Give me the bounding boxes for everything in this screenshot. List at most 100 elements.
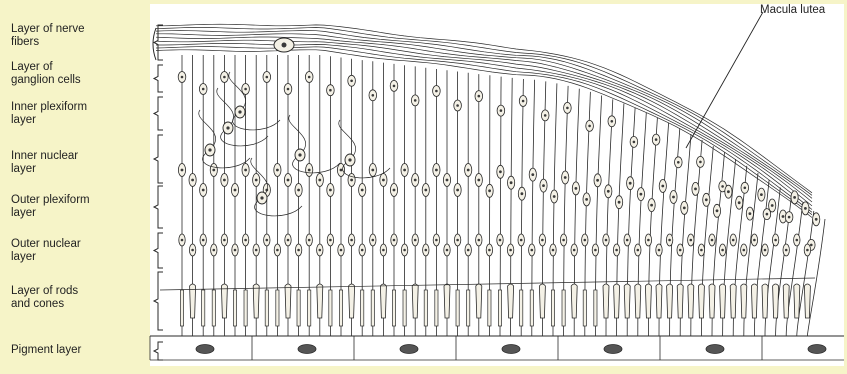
photoreceptor-dot (668, 239, 671, 242)
bipolar-nucleus (424, 189, 427, 192)
cone-segment (571, 284, 577, 318)
photoreceptor-dot (425, 249, 428, 252)
photoreceptor-dot (181, 239, 184, 242)
bipolar-nucleus (727, 190, 730, 193)
rod-segment (488, 290, 491, 326)
cone-segment (539, 284, 545, 318)
ganglion-nucleus (456, 104, 459, 107)
label-layer-ganglion-cells: Layer of ganglion cells (11, 61, 81, 87)
photoreceptor-dot (435, 239, 438, 242)
pigment-nucleus (808, 345, 826, 354)
cone-segment (741, 284, 747, 318)
bipolar-nucleus (596, 179, 599, 182)
cone-segment (667, 284, 673, 318)
bipolar-nucleus (531, 173, 534, 176)
ganglion-nucleus (223, 76, 226, 79)
photoreceptor-dot (276, 249, 279, 252)
rod-segment (308, 290, 311, 326)
photoreceptor-dot (594, 249, 597, 252)
bipolar-nucleus (382, 179, 385, 182)
cone-segment (412, 284, 418, 318)
cone-segment (656, 284, 662, 318)
rod-segment (297, 290, 300, 326)
ganglion-nucleus (500, 109, 503, 112)
photoreceptor-dot (552, 249, 555, 252)
rod-segment (403, 290, 406, 326)
bipolar-nucleus (575, 187, 578, 190)
cell-nucleus (348, 158, 351, 161)
photoreceptor-dot (774, 239, 777, 242)
ganglion-nucleus (522, 100, 525, 103)
photoreceptor-dot (456, 239, 459, 242)
pigment-nucleus (196, 345, 214, 354)
cell-nucleus (226, 126, 229, 129)
ganglion-nucleus (329, 89, 332, 92)
cone-segment (794, 284, 800, 318)
photoreceptor-dot (806, 249, 809, 252)
photoreceptor-dot (372, 239, 375, 242)
bipolar-nucleus (553, 195, 556, 198)
ganglion-nucleus (810, 244, 813, 247)
ganglion-nucleus (699, 161, 702, 164)
bipolar-nucleus (255, 179, 258, 182)
ganglion-nucleus (566, 107, 569, 110)
ganglion-nucleus (282, 43, 287, 48)
photoreceptor-dot (202, 239, 205, 242)
rod-segment (498, 290, 501, 326)
bipolar-nucleus (607, 190, 610, 193)
pigment-nucleus (298, 345, 316, 354)
photoreceptor-dot (414, 239, 417, 242)
photoreceptor-dot (361, 249, 364, 252)
cone-segment (603, 284, 609, 318)
bipolar-nucleus (705, 198, 708, 201)
bipolar-nucleus (202, 189, 205, 192)
photoreceptor-dot (573, 249, 576, 252)
photoreceptor-dot (350, 239, 353, 242)
ganglion-nucleus (372, 94, 375, 97)
bipolar-nucleus (585, 198, 588, 201)
rod-segment (371, 290, 374, 326)
bipolar-nucleus (488, 189, 491, 192)
photoreceptor-dot (743, 249, 746, 252)
photoreceptor-dot (255, 249, 258, 252)
bipolar-nucleus (564, 176, 567, 179)
bipolar-nucleus (749, 212, 752, 215)
bipolar-nucleus (521, 192, 524, 195)
rod-segment (435, 290, 438, 326)
bipolar-nucleus (223, 179, 226, 182)
bipolar-nucleus (212, 169, 215, 172)
ganglion-nucleus (244, 88, 247, 91)
pigment-nucleus (502, 345, 520, 354)
ganglion-nucleus (435, 90, 438, 93)
cone-segment (476, 284, 482, 318)
ganglion-nucleus (350, 80, 353, 83)
photoreceptor-dot (488, 249, 491, 252)
photoreceptor-dot (700, 249, 703, 252)
cone-segment (508, 284, 514, 318)
pigment-nucleus (706, 345, 724, 354)
cone-segment (762, 284, 768, 318)
rod-segment (276, 290, 279, 326)
rod-segment (212, 290, 215, 326)
photoreceptor-dot (329, 239, 332, 242)
ganglion-nucleus (308, 76, 311, 79)
label-macula-lutea: Macula lutea (760, 4, 825, 17)
bipolar-nucleus (297, 189, 300, 192)
bipolar-nucleus (191, 179, 194, 182)
bipolar-nucleus (361, 189, 364, 192)
bipolar-nucleus (276, 169, 279, 172)
photoreceptor-dot (711, 239, 714, 242)
bipolar-nucleus (650, 204, 653, 207)
cone-segment (624, 284, 630, 318)
bipolar-nucleus (694, 188, 697, 191)
cone-segment (614, 284, 620, 318)
bipolar-nucleus (308, 169, 311, 172)
photoreceptor-dot (244, 239, 247, 242)
ganglion-nucleus (266, 76, 269, 79)
bipolar-nucleus (629, 182, 632, 185)
photoreceptor-dot (764, 249, 767, 252)
bipolar-nucleus (760, 193, 763, 196)
ganglion-nucleus (202, 88, 205, 91)
photoreceptor-dot (531, 249, 534, 252)
photoreceptor-dot (287, 239, 290, 242)
